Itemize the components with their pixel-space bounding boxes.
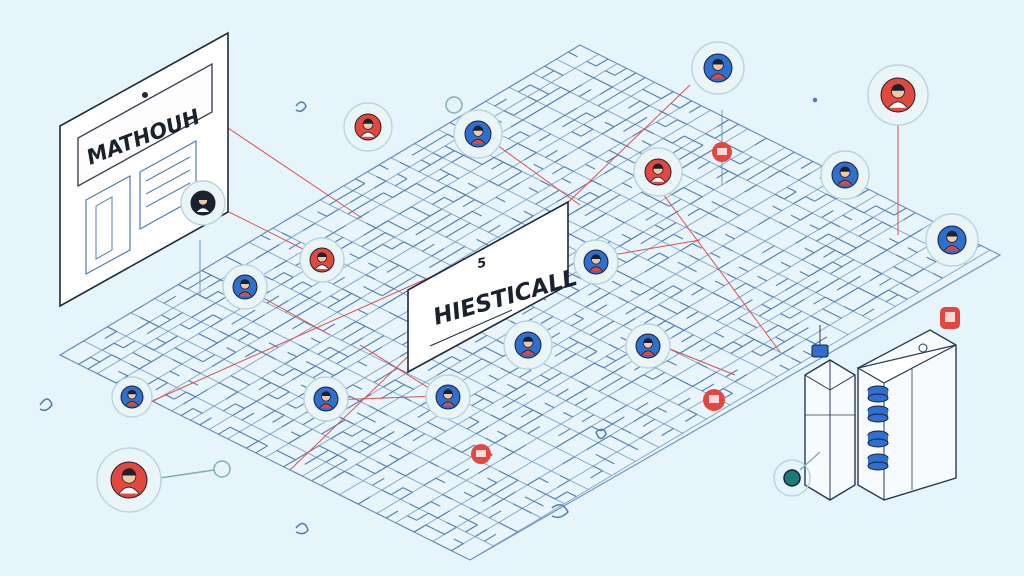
- user-node: [625, 323, 671, 369]
- map-pin-icon: [940, 307, 960, 329]
- map-pin-icon: [703, 389, 725, 411]
- user-node: [691, 41, 745, 95]
- decorative-marks: [39, 97, 818, 535]
- user-node-layer: [96, 41, 979, 513]
- swirl-icon: [295, 522, 309, 535]
- user-node: [425, 374, 471, 420]
- user-node: [503, 320, 553, 370]
- ring-markers: [159, 96, 821, 497]
- ring-dot-icon: [213, 460, 231, 478]
- connector-line: [214, 204, 306, 251]
- connector-line: [659, 189, 781, 353]
- database-disk-icon: [867, 453, 889, 471]
- user-node: [343, 102, 393, 152]
- user-node: [573, 239, 619, 285]
- center-sign-mark: 5: [476, 256, 488, 272]
- database-disk-icon: [867, 385, 889, 403]
- connector-line: [227, 127, 363, 219]
- user-node: [180, 180, 226, 226]
- user-node: [453, 109, 503, 159]
- connector-line: [359, 344, 441, 396]
- user-node: [96, 447, 162, 513]
- connector-line: [489, 139, 581, 206]
- ring-dot-icon: [773, 459, 811, 497]
- user-node: [867, 64, 929, 126]
- swirl-icon: [595, 428, 607, 440]
- connector-line: [659, 344, 736, 376]
- rack-top-badge-icon: [811, 325, 829, 358]
- map-pin-icon: [471, 444, 491, 464]
- ring-dot-icon: [445, 96, 463, 114]
- map-pin-icon: [712, 110, 732, 185]
- pin-badges: [471, 110, 960, 464]
- database-disk-icon: [867, 430, 889, 448]
- swirl-icon: [295, 101, 307, 113]
- user-node: [303, 376, 349, 422]
- server-rack: [804, 329, 957, 501]
- user-node: [820, 150, 870, 200]
- user-node: [925, 213, 979, 267]
- database-stack: [811, 325, 889, 471]
- user-node: [111, 376, 153, 418]
- connector-line: [149, 254, 481, 403]
- user-node: [633, 147, 683, 197]
- swirl-icon: [551, 504, 569, 519]
- swirl-icon: [39, 398, 53, 412]
- user-node: [222, 264, 268, 310]
- left-info-sign: MATHOUH: [59, 31, 229, 308]
- user-node: [299, 237, 345, 283]
- database-disk-icon: [867, 405, 889, 423]
